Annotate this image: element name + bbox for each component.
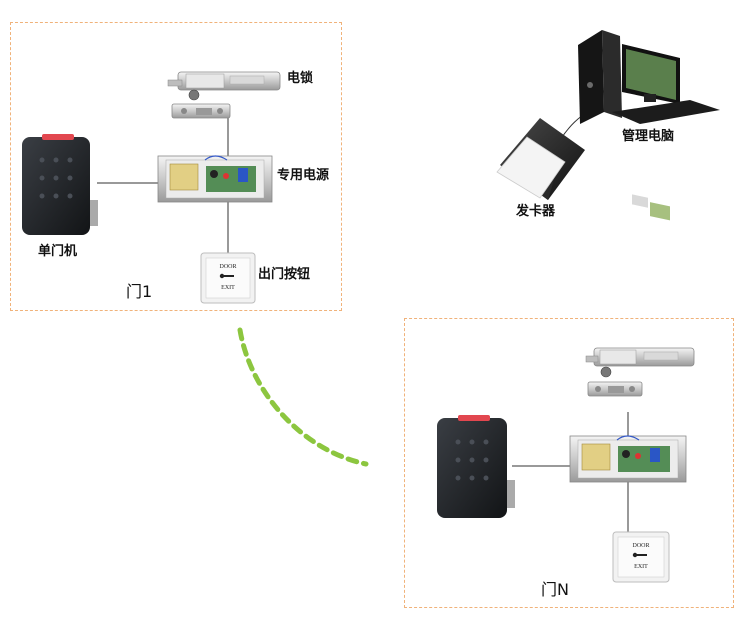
door-n-region	[404, 318, 734, 608]
electric-lock-icon-door-n	[585, 347, 695, 397]
card-issuer-icon	[496, 118, 585, 200]
electric-lock-icon	[167, 71, 281, 119]
admin-computer-icon	[578, 30, 720, 221]
door-n-title: 门N	[541, 580, 569, 599]
door-1-title: 门1	[126, 282, 153, 301]
svg-text:EXIT: EXIT	[221, 285, 235, 291]
svg-text:EXIT: EXIT	[634, 564, 648, 570]
svg-text:DOOR: DOOR	[219, 264, 236, 270]
admin-computer-label: 管理电脑	[622, 129, 675, 144]
exit-button-icon-door-n: DOOR EXIT	[612, 531, 670, 583]
door-n-wiring	[512, 412, 629, 534]
network-link-arc	[237, 327, 369, 467]
card-reader-icon-door-1	[22, 134, 98, 235]
power-supply-label: 专用电源	[277, 168, 330, 183]
svg-text:DOOR: DOOR	[632, 543, 649, 549]
door-1-region	[10, 22, 342, 311]
exit-button-icon-door-1: DOOR EXIT	[200, 252, 256, 304]
power-supply-icon-door-n	[569, 435, 687, 483]
electric-lock-label: 电锁	[287, 71, 314, 86]
single-door-controller-label: 单门机	[38, 244, 78, 259]
power-supply-icon	[157, 155, 273, 203]
card-issuer-label: 发卡器	[516, 204, 556, 219]
door-1-wiring	[97, 114, 229, 255]
card-reader-icon-door-n	[437, 415, 515, 518]
exit-button-label: 出门按钮	[258, 267, 311, 282]
